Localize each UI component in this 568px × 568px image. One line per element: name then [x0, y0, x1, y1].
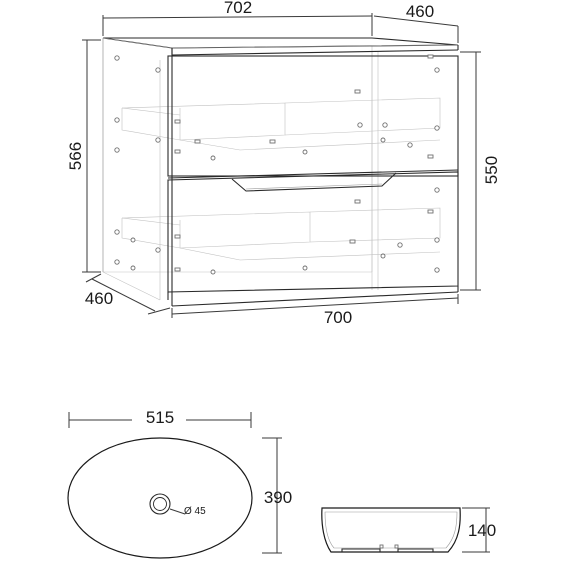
basin-outline — [67, 437, 253, 559]
dim-basin-depth: 390 — [262, 437, 292, 554]
cabinet-hardware — [114, 54, 440, 275]
dim-side-height-label: 566 — [66, 142, 85, 170]
dim-basin-width-label: 515 — [146, 408, 174, 427]
dim-basin-height-label: 140 — [468, 521, 496, 540]
dim-basin-width: 515 — [68, 408, 252, 428]
drain-inner — [153, 497, 167, 511]
cabinet-top — [102, 37, 459, 56]
drawer-handle-groove — [231, 172, 397, 192]
dim-top-width: 702 — [102, 0, 373, 36]
dim-top-depth-label: 460 — [406, 2, 434, 21]
dim-front-height: 550 — [460, 51, 501, 291]
dim-top-width-label: 702 — [224, 0, 252, 17]
dim-bottom-width: 700 — [171, 294, 459, 327]
cabinet-drawing: 702 460 566 550 460 — [66, 0, 501, 327]
basin-profile — [321, 507, 461, 553]
dim-front-height-label: 550 — [482, 156, 501, 184]
lower-drawer-front — [167, 171, 459, 293]
dim-bottom-depth-label: 460 — [85, 289, 113, 308]
drain-outer — [149, 493, 171, 515]
cabinet-front — [167, 55, 459, 307]
dim-bottom-width-label: 700 — [324, 308, 352, 327]
dim-bottom-depth: 460 — [85, 273, 171, 315]
dim-side-height: 566 — [66, 39, 101, 273]
dim-basin-depth-label: 390 — [264, 488, 292, 507]
dim-basin-height: 140 — [462, 507, 496, 553]
drain-diameter-label: Ø 45 — [184, 506, 206, 517]
dim-top-depth: 460 — [373, 2, 459, 43]
basin-top-view: Ø 45 515 390 — [67, 408, 292, 559]
cabinet-side-panel — [102, 37, 173, 306]
cabinet-hidden-lines — [102, 37, 441, 301]
basin-side-view: 140 — [321, 507, 496, 553]
